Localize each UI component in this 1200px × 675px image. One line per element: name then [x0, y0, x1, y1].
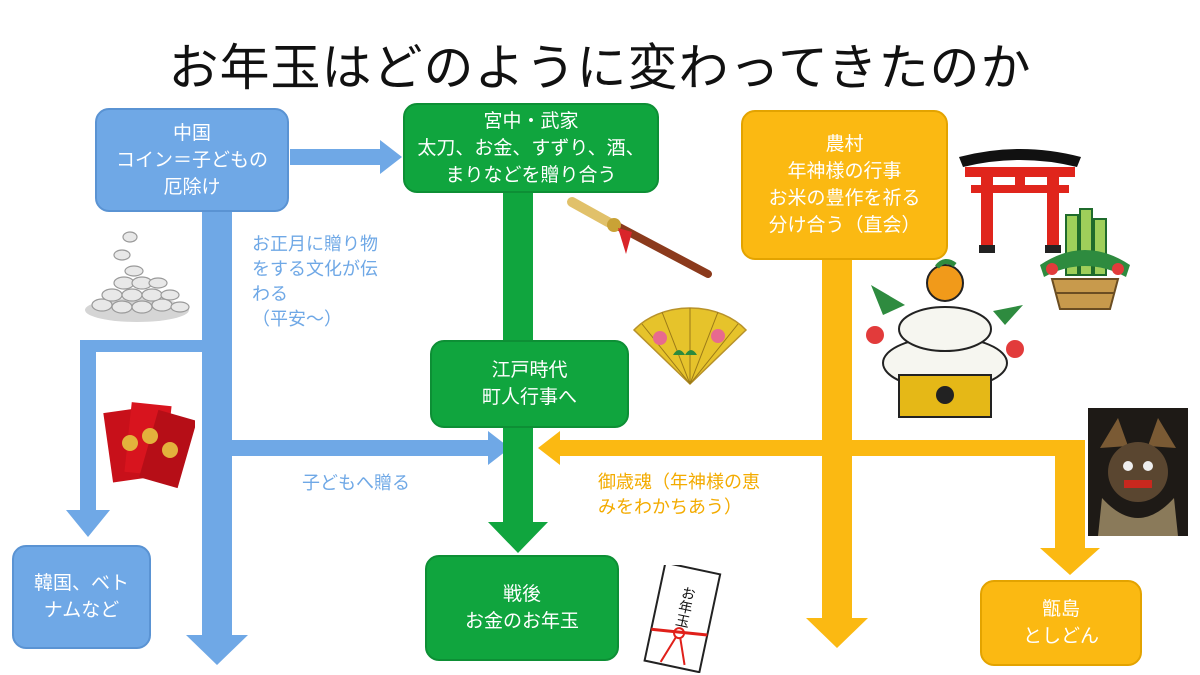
kadomatsu-icon — [1040, 208, 1130, 310]
note-line-2: をする文化が伝 — [252, 259, 378, 280]
mitoshidama-line-2: みをわかちあう） — [598, 497, 742, 518]
coin-pile-icon — [85, 231, 190, 322]
koshiki-line-1: 甑島 — [1041, 598, 1080, 620]
court-line-1: 宮中・武家 — [483, 109, 579, 132]
court-box: 宮中・武家 太刀、お金、すずり、酒、 まりなどを贈り合う — [403, 103, 659, 193]
china-line-2: コイン＝子どもの — [115, 148, 268, 171]
china-box: 中国 コイン＝子どもの 厄除け — [95, 108, 289, 212]
court-line-3: まりなどを贈り合う — [445, 163, 617, 186]
korea-line-1: 韓国、ベト — [33, 572, 129, 594]
blue-to-court-arrow — [290, 140, 402, 174]
farm-line-4: 分け合う（直会） — [768, 214, 921, 236]
orange-to-center-arrow — [538, 431, 822, 465]
torii-gate-icon — [959, 149, 1081, 253]
farm-box: 農村 年神様の行事 お米の豊作を祈る 分け合う（直会） — [741, 110, 948, 260]
orange-trunk-arrow — [806, 258, 868, 648]
court-line-2: 太刀、お金、すずり、酒、 — [417, 136, 645, 159]
korea-line-2: ナムなど — [43, 599, 120, 621]
postwar-line-1: 戦後 — [502, 583, 541, 605]
red-envelopes-icon — [103, 402, 195, 489]
edo-box: 江戸時代 町人行事へ — [430, 340, 629, 428]
farm-line-1: 農村 — [825, 133, 864, 155]
kagami-mochi-icon — [866, 259, 1024, 418]
note-line-3: わる — [252, 284, 288, 305]
postwar-line-2: お金のお年玉 — [464, 610, 579, 632]
page-title: お年玉はどのように変わってきたのか — [168, 39, 1032, 97]
blue-to-korea-arrow — [66, 340, 202, 537]
koshiki-box: 甑島 としどん — [980, 580, 1142, 666]
mitoshidama-line-1: 御歳魂（年神様の恵 — [598, 472, 760, 493]
edo-line-1: 江戸時代 — [491, 359, 568, 381]
new-year-gift-note: お正月に贈り物 をする文化が伝 わる （平安～） — [252, 232, 378, 332]
farm-line-3: お米の豊作を祈る — [768, 187, 921, 209]
folding-fan-icon — [632, 307, 748, 386]
otoshidama-envelope-icon: お年玉 — [643, 565, 722, 673]
farm-line-2: 年神様の行事 — [787, 160, 902, 182]
china-line-1: 中国 — [172, 121, 211, 144]
china-line-3: 厄除け — [163, 175, 221, 198]
mitoshidama-note: 御歳魂（年神様の恵 みをわかちあう） — [598, 470, 760, 520]
koshiki-line-2: としどん — [1022, 625, 1099, 647]
to-children-note: 子どもへ贈る — [302, 473, 410, 494]
korea-box: 韓国、ベト ナムなど — [12, 545, 151, 649]
sword-icon — [567, 197, 712, 278]
note-line-1: お正月に贈り物 — [252, 234, 378, 255]
blue-trunk-arrow — [186, 210, 248, 665]
blue-to-children-arrow — [232, 431, 510, 465]
toshidon-mask-icon — [1088, 408, 1188, 536]
note-line-4: （平安～） — [252, 309, 342, 330]
edo-line-2: 町人行事へ — [481, 386, 577, 408]
postwar-box: 戦後 お金のお年玉 — [425, 555, 619, 661]
orange-to-koshiki-arrow — [852, 440, 1100, 575]
